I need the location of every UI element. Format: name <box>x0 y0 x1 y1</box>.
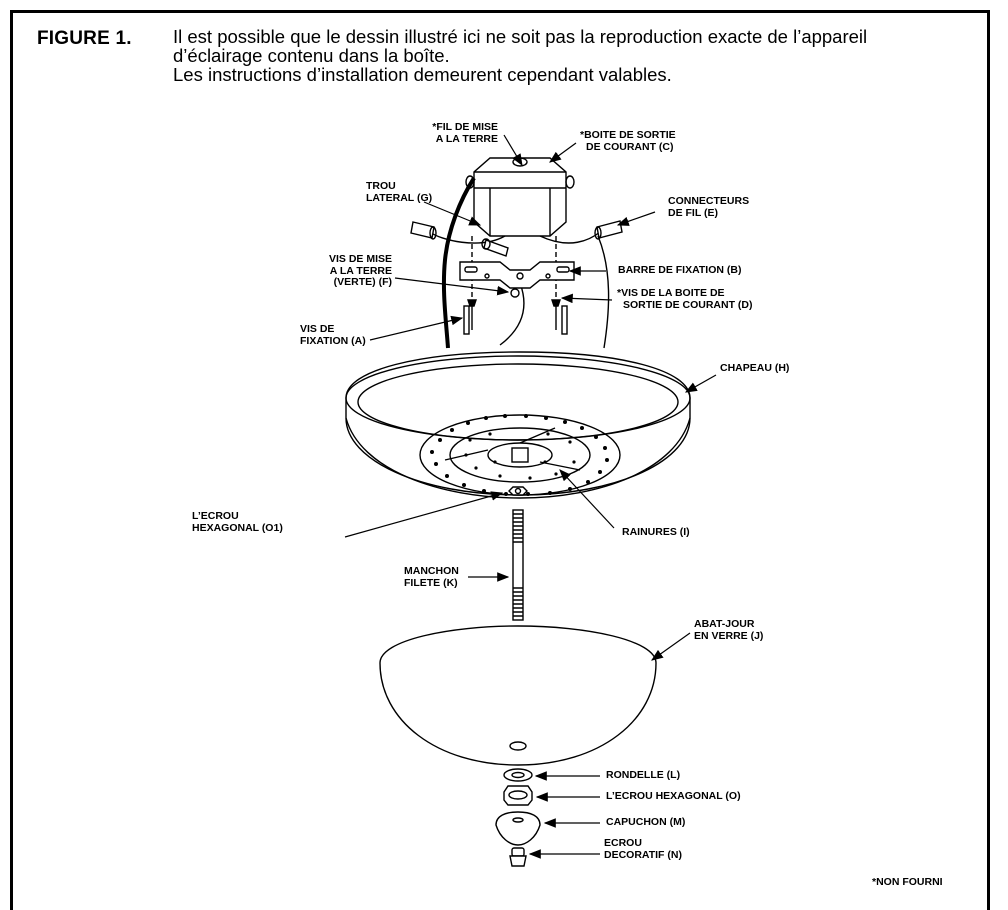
house-wire-right <box>539 231 601 244</box>
fixture-wire-right <box>597 235 610 349</box>
figure-intro: Il est possible que le dessin illustré i… <box>173 27 973 84</box>
label-mounting-bar: BARRE DE FIXATION (B) <box>618 264 742 276</box>
intro-line-3: Les instructions d’installation demeuren… <box>173 64 672 85</box>
wire-connector-right <box>594 220 623 240</box>
glass-shade <box>379 625 657 766</box>
label-canopy: CHAPEAU (H) <box>720 362 790 374</box>
intro-line-1: Il est possible que le dessin illustré i… <box>173 26 868 47</box>
house-wire-left <box>429 231 506 244</box>
label-grooves: RAINURES (I) <box>622 526 690 538</box>
figure-label: FIGURE 1. <box>37 28 132 49</box>
label-washer: RONDELLE (L) <box>606 769 681 781</box>
threaded-nipple <box>512 509 524 621</box>
washer <box>503 768 533 782</box>
label-cap: CAPUCHON (M) <box>606 816 686 828</box>
outlet-box <box>465 157 575 237</box>
fixture-wire-center <box>499 282 525 346</box>
canopy <box>345 351 691 499</box>
hex-nut-o1 <box>508 486 528 496</box>
leader-lines <box>344 134 717 859</box>
decorative-nut <box>509 847 527 867</box>
label-not-supplied: *NON FOURNI <box>872 876 943 888</box>
intro-line-2: d’éclairage contenu dans la boîte. <box>173 45 450 66</box>
hex-nut-o <box>503 785 533 806</box>
ground-screw <box>510 288 520 298</box>
wire-connector-left <box>410 221 437 240</box>
mounting-screws <box>463 305 568 335</box>
mounting-bar <box>459 261 575 289</box>
label-hex-nut-o: L’ECROU HEXAGONAL (O) <box>606 790 741 802</box>
outlet-box-screws <box>467 299 561 330</box>
led-dots <box>430 414 609 496</box>
led-plate <box>419 414 621 496</box>
cap <box>495 811 541 846</box>
figure-frame <box>10 10 990 910</box>
